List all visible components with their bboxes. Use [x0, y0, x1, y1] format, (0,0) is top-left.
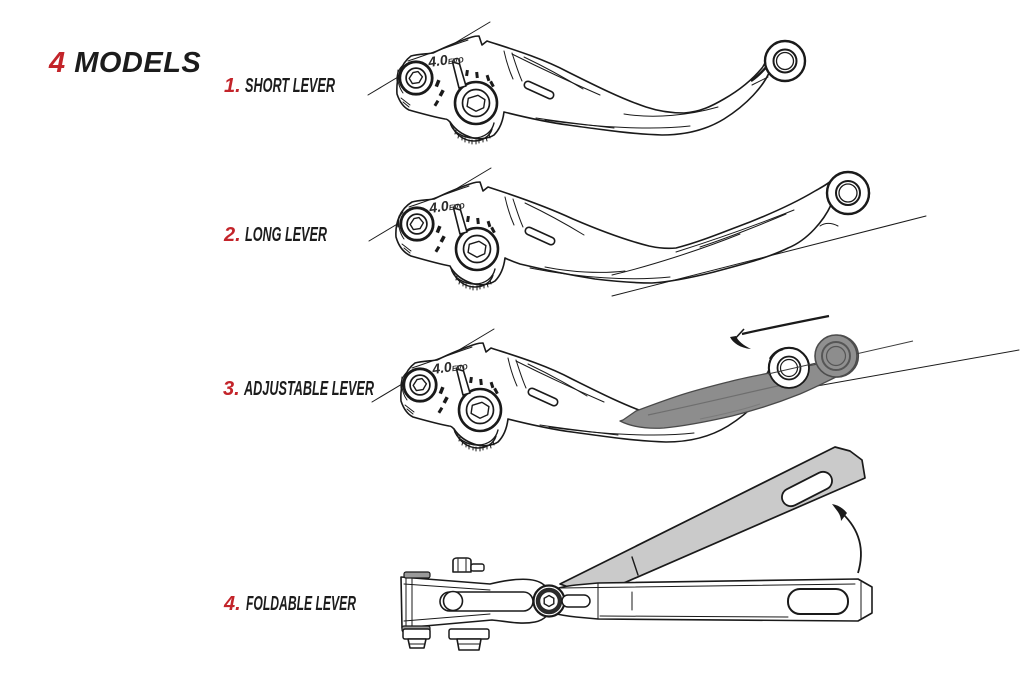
svg-text:4.: 4. [223, 593, 241, 615]
svg-text:SHORT LEVER: SHORT LEVER [245, 75, 335, 97]
svg-text:4 MODELS: 4 MODELS [48, 47, 201, 79]
svg-text:LONG LEVER: LONG LEVER [245, 224, 327, 246]
svg-text:1.: 1. [224, 75, 241, 97]
svg-text:FOLDABLE LEVER: FOLDABLE LEVER [246, 593, 356, 615]
svg-text:ADJUSTABLE LEVER: ADJUSTABLE LEVER [243, 378, 374, 400]
svg-text:3.: 3. [223, 378, 240, 400]
svg-text:2.: 2. [223, 224, 241, 246]
